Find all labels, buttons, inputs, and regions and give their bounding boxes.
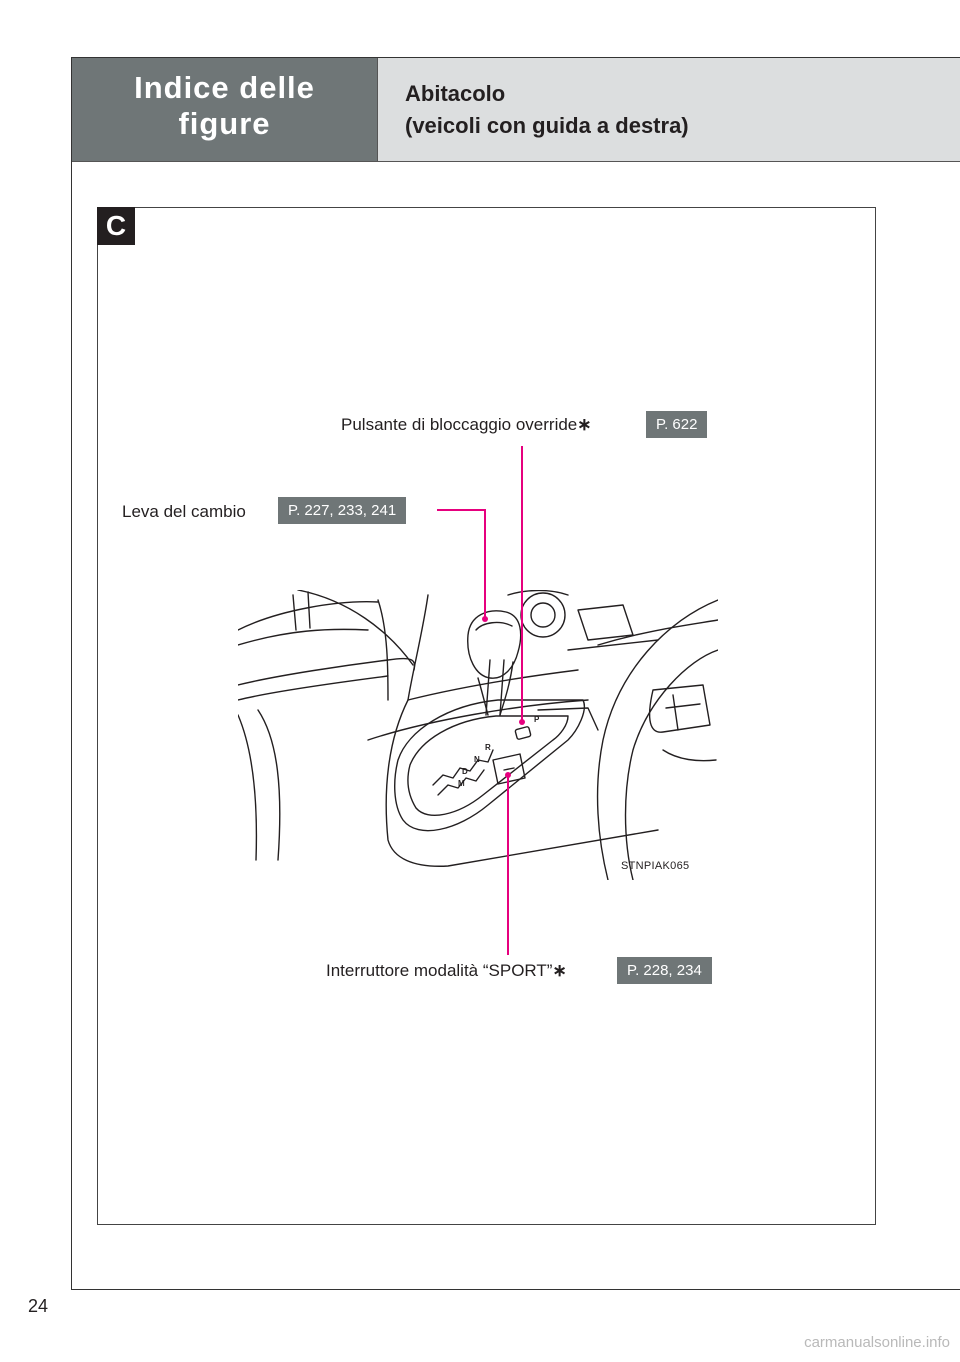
- callout-lever-label: Leva del cambio: [122, 502, 246, 521]
- section-title-line-2: figure: [178, 106, 271, 141]
- header-subtitle-block: [377, 58, 960, 161]
- gear-label-m: M: [458, 779, 465, 788]
- gear-label-d: D: [462, 767, 468, 776]
- section-title: Indice delle figure: [72, 70, 377, 142]
- illustration-code: STNPIAK065: [621, 860, 690, 872]
- sport-page-ref[interactable]: P. 228, 234: [617, 957, 712, 984]
- watermark: carmanualsonline.info: [804, 1334, 950, 1351]
- header-divider: [72, 161, 960, 162]
- panel-tab-letter: C: [97, 207, 135, 245]
- gear-label-n: N: [474, 755, 480, 764]
- lever-page-ref[interactable]: P. 227, 233, 241: [278, 497, 407, 524]
- header-section-block: [72, 58, 377, 161]
- gear-label-p: P: [534, 715, 540, 724]
- callout-sport-label: Interruttore modalità “SPORT”∗: [326, 961, 567, 980]
- override-page-ref[interactable]: P. 622: [646, 411, 708, 438]
- asterisk-marker: ∗: [577, 415, 592, 434]
- figure-panel: [97, 207, 876, 1225]
- subtitle-line-1: Abitacolo: [405, 81, 506, 106]
- section-title-line-1: Indice delle: [134, 70, 315, 105]
- callout-override-label: Pulsante di bloccaggio override∗: [341, 415, 592, 434]
- subtitle-line-2: (veicoli con guida a destra): [405, 113, 689, 138]
- page-subtitle: Abitacolo (veicoli con guida a destra): [405, 78, 689, 142]
- page-frame: [71, 57, 960, 1290]
- gear-label-r: R: [485, 743, 491, 752]
- page-number: 24: [28, 1296, 49, 1316]
- asterisk-marker: ∗: [552, 961, 567, 980]
